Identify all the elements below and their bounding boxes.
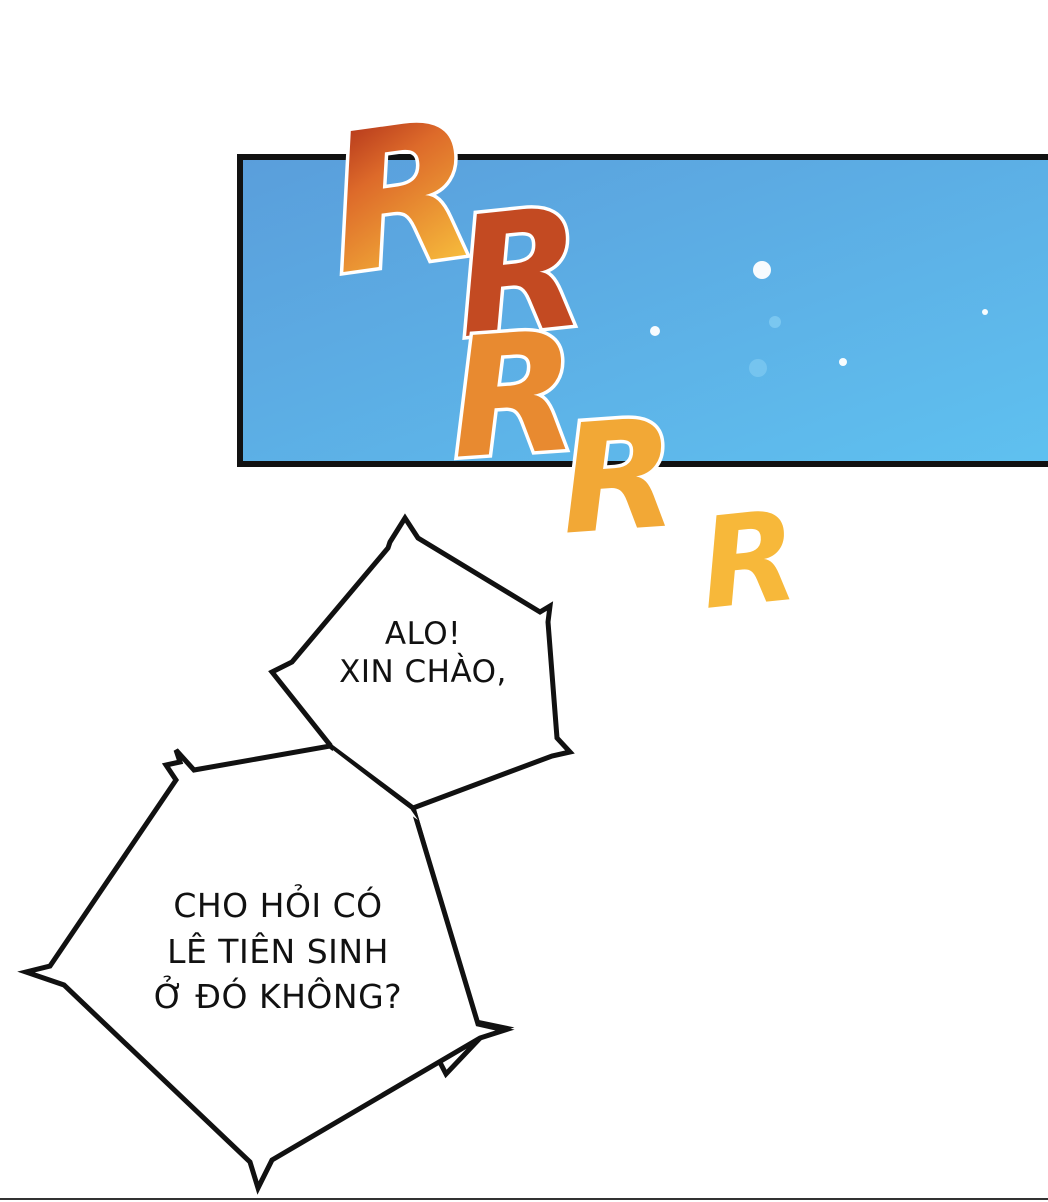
ring-sound-effect: R R R R R: [311, 74, 808, 641]
speech-line: CHO HỎI CÓ: [173, 886, 383, 925]
bubble-join: [330, 750, 418, 820]
sfx-letter: R: [444, 295, 584, 495]
sfx-letter: R: [555, 387, 682, 569]
sparkle-dot: [839, 358, 847, 366]
speech-text-top: ALO! XIN CHÀO,: [318, 616, 528, 692]
sparkle-dot: [749, 359, 767, 377]
sfx-letter: R: [694, 484, 805, 638]
speech-line: LÊ TIÊN SINH: [167, 931, 389, 971]
sfx-letter: R: [447, 171, 593, 375]
sparkle-dot: [753, 261, 771, 279]
sparkle-dot: [982, 309, 988, 315]
sparkle-dot: [650, 326, 660, 336]
sfx-letter: R: [315, 78, 491, 317]
speech-line: ALO!: [384, 616, 462, 652]
speech-line: Ở ĐÓ KHÔNG?: [153, 977, 403, 1017]
sparkle-dot: [769, 316, 781, 328]
sky-panel: [237, 154, 1048, 467]
speech-text-bottom: CHO HỎI CÓ LÊ TIÊN SINH Ở ĐÓ KHÔNG?: [118, 883, 438, 1020]
speech-line: XIN CHÀO,: [339, 653, 507, 690]
speech-bubble-bottom: [17, 743, 515, 1195]
